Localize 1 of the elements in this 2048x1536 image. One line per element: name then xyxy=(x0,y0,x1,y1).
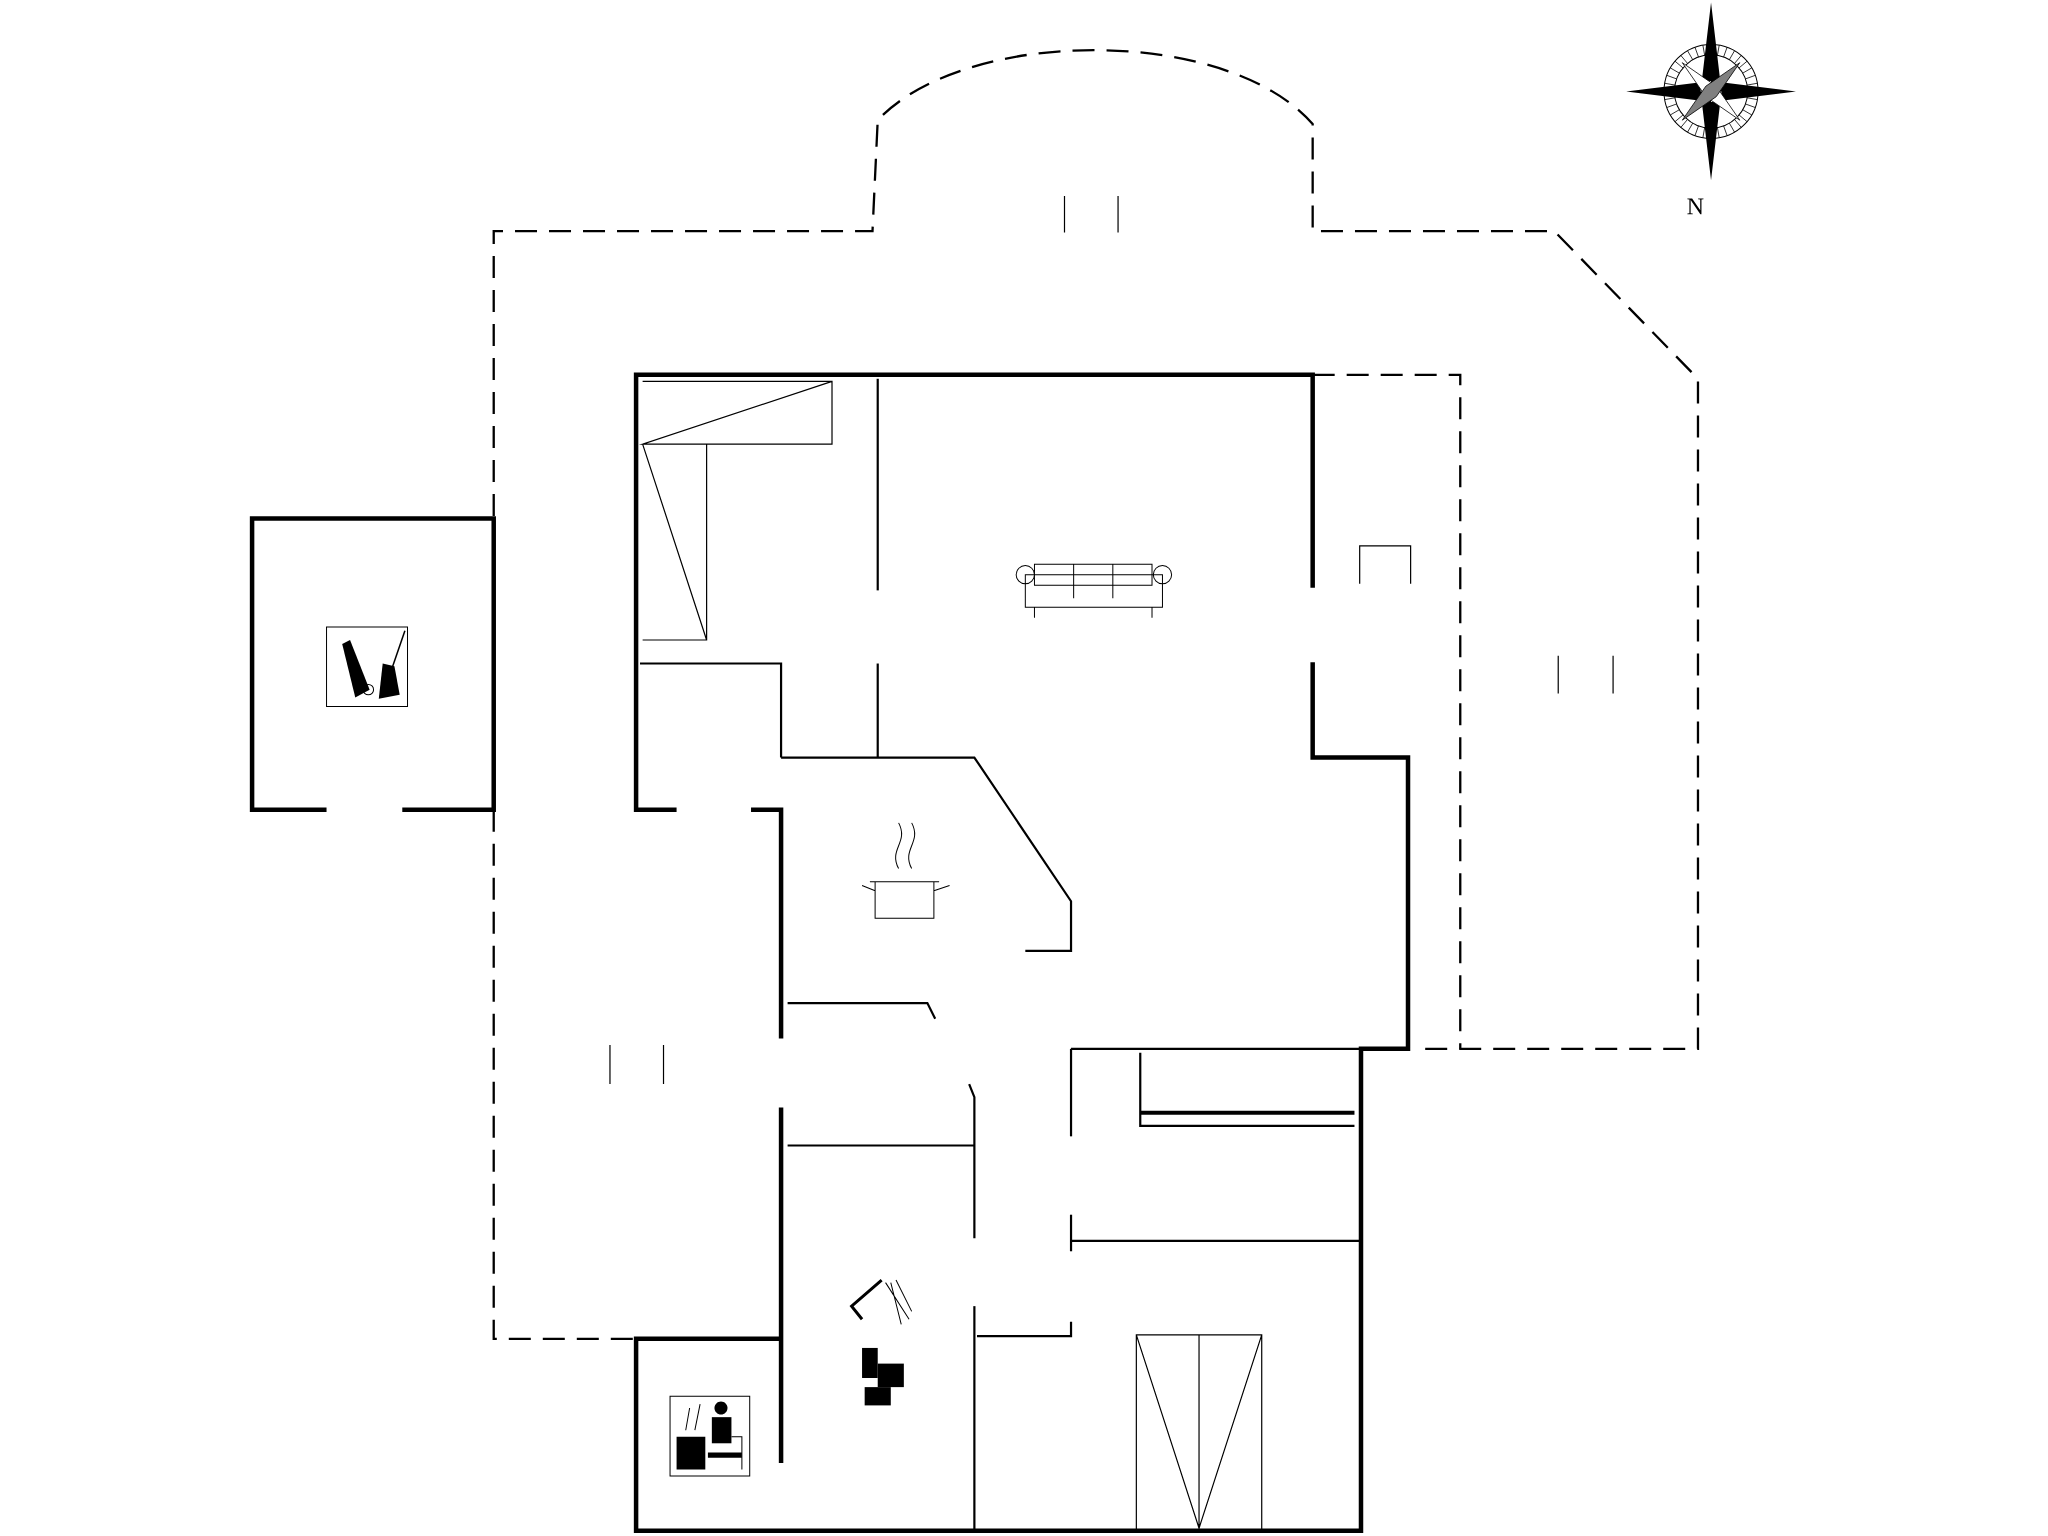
compass-label: N xyxy=(1687,198,1704,215)
